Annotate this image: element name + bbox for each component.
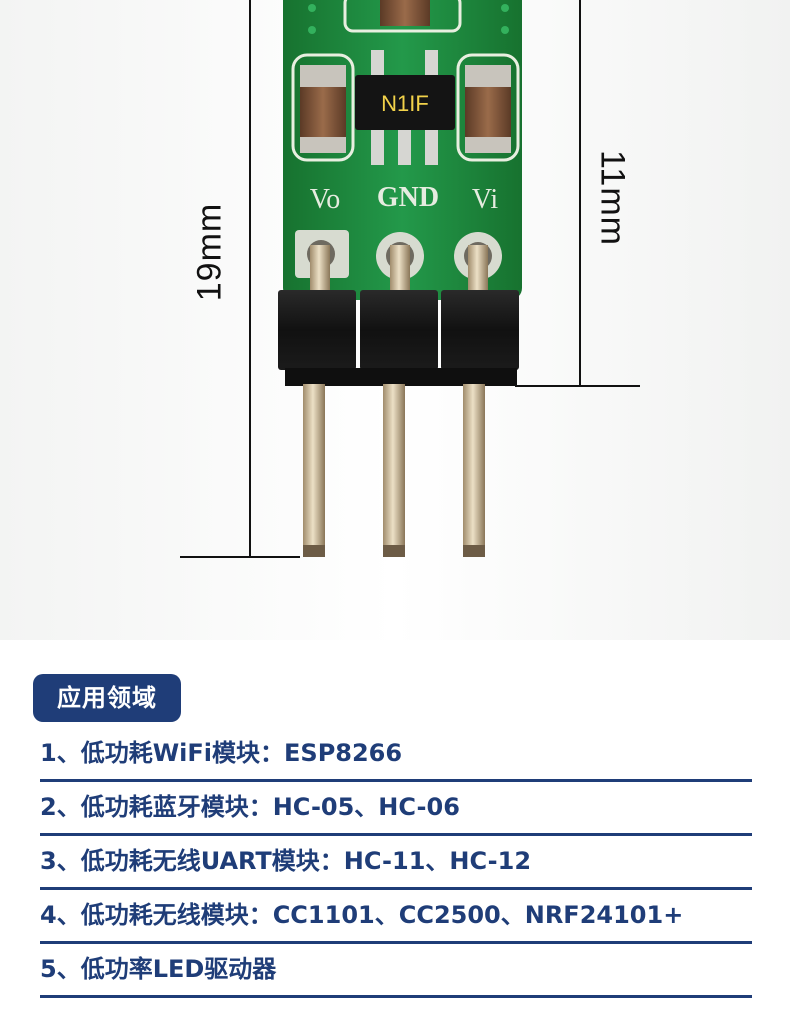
- left-capacitor: [300, 87, 346, 137]
- pin-lower-vo: [303, 384, 325, 554]
- list-item: 5、低功率LED驱动器: [40, 946, 752, 998]
- right-cap-end-top: [465, 65, 511, 87]
- left-pad-outline: [291, 53, 355, 162]
- list-item: 4、低功耗无线模块：CC1101、CC2500、NRF24101+: [40, 892, 752, 944]
- silkscreen-gnd: GND: [377, 182, 439, 213]
- left-cap-end-bottom: [300, 137, 346, 153]
- dimension-11mm-label: 11mm: [593, 150, 632, 246]
- section-title-badge: 应用领域: [33, 674, 181, 722]
- ic-chip: [355, 75, 455, 130]
- list-item: 2、低功耗蓝牙模块：HC-05、HC-06: [40, 784, 752, 836]
- application-list: 1、低功耗WiFi模块：ESP8266 2、低功耗蓝牙模块：HC-05、HC-0…: [40, 730, 752, 1000]
- left-cap-end-top: [300, 65, 346, 87]
- pcb-vias: [308, 4, 509, 34]
- silkscreen-vi: Vi: [472, 184, 499, 215]
- list-item: 1、低功耗WiFi模块：ESP8266: [40, 730, 752, 782]
- silkscreen-vo: Vo: [310, 184, 341, 215]
- header-block-1: [278, 290, 356, 370]
- top-capacitor: [380, 0, 430, 26]
- right-cap-end-bottom: [465, 137, 511, 153]
- ic-leads: [371, 50, 438, 165]
- pin-lower-gnd: [383, 384, 405, 554]
- dimension-lines: [180, 0, 640, 558]
- application-section: 应用领域 1、低功耗WiFi模块：ESP8266 2、低功耗蓝牙模块：HC-05…: [0, 670, 790, 1018]
- right-capacitor: [465, 87, 511, 137]
- ic-chip-marking: N1IF: [381, 91, 429, 116]
- header-base: [285, 368, 517, 386]
- pin-lower-vi: [463, 384, 485, 554]
- dimension-19mm-label: 19mm: [190, 202, 229, 302]
- header-block-2: [360, 290, 438, 370]
- right-pad-outline: [456, 53, 520, 162]
- header-block-3: [441, 290, 519, 370]
- product-photo: N1IF Vo GND Vi: [0, 0, 790, 640]
- top-pad-outline: [343, 0, 462, 33]
- list-item: 3、低功耗无线UART模块：HC-11、HC-12: [40, 838, 752, 890]
